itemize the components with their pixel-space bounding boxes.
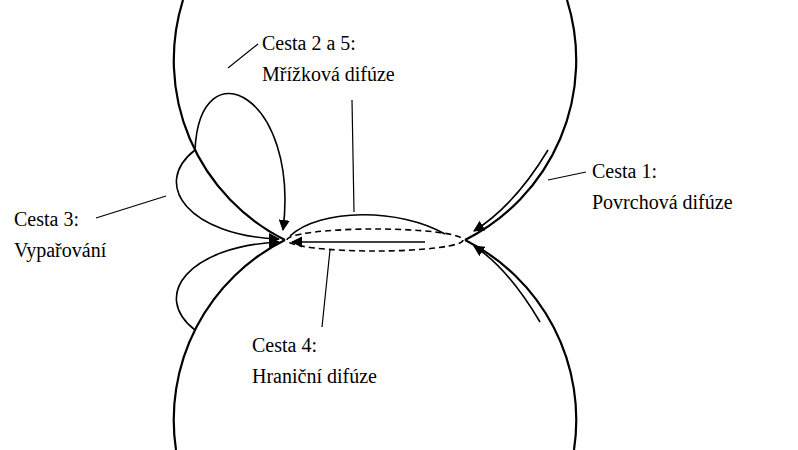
particle-outline [174,0,577,450]
lattice-path [290,215,445,236]
vapor-path [176,150,279,239]
vapor-path [176,242,279,330]
path-label: Cesta 4: Hraniční difúze [252,330,381,392]
boundary-path [292,241,425,243]
path-label: Cesta 3: Vypařování [14,204,111,266]
path-label: Cesta 2 a 5: Mřížková difúze [262,28,399,90]
surface-path [474,150,548,231]
lattice-path [195,94,285,230]
surface-path [474,246,540,322]
leader-line [96,44,586,327]
grain-boundary [287,229,463,251]
path-label: Cesta 1: Povrchová difúze [592,156,737,218]
